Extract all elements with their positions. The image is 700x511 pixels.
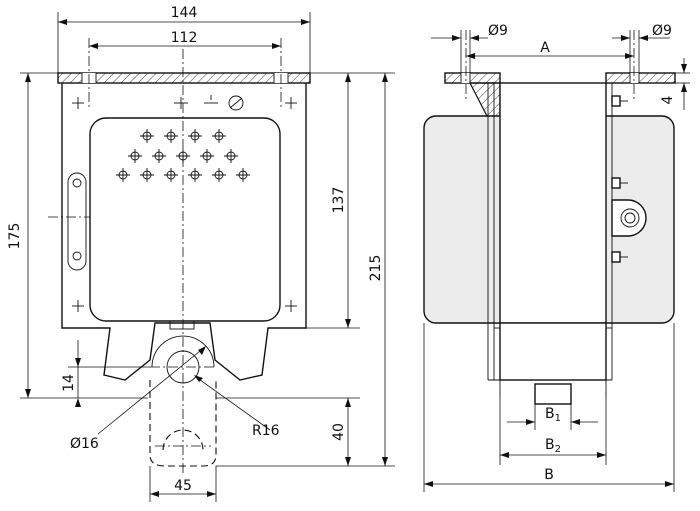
mounting-slot (67, 172, 87, 271)
dim-4: 4 (660, 95, 676, 104)
side-dimension-lines (423, 30, 690, 492)
bottom-notch (169, 320, 195, 330)
dim-r16: R16 (252, 423, 280, 439)
base-block (499, 322, 607, 381)
dim-a: A (540, 40, 550, 56)
dim-b2: B2 (545, 437, 561, 455)
bracket-outline (61, 83, 307, 381)
front-dimension-lines (20, 12, 395, 502)
left-flange (444, 72, 501, 84)
dim-14: 14 (61, 374, 77, 392)
top-flange (57, 72, 311, 84)
dim-144: 144 (171, 5, 198, 21)
hanger-stem (149, 380, 217, 467)
grounding-lug (611, 199, 647, 237)
left-bracket (469, 82, 501, 119)
right-flange (605, 72, 676, 84)
dim-b1: B1 (545, 406, 561, 424)
stem-tab (534, 383, 572, 405)
dim-112: 112 (171, 30, 198, 46)
dim-45: 45 (174, 478, 192, 494)
front-view: 144 112 175 137 215 14 Ø16 R16 40 45 (7, 5, 395, 502)
side-bolts (611, 95, 628, 263)
grounding-terminal (228, 95, 244, 111)
dim-40: 40 (331, 423, 347, 441)
core-frame (499, 82, 607, 324)
dim-o9-right: Ø9 (652, 23, 672, 39)
transformer-body-front (89, 117, 281, 322)
dim-175: 175 (7, 223, 23, 250)
dim-o9-left: Ø9 (488, 23, 508, 39)
dim-o16: Ø16 (70, 436, 99, 452)
dim-137: 137 (331, 187, 347, 214)
side-view: Ø9 Ø9 A 4 B1 B2 B (423, 23, 690, 492)
dim-b: B (544, 467, 554, 483)
dim-215: 215 (368, 255, 384, 282)
bracket-marks (72, 95, 297, 312)
